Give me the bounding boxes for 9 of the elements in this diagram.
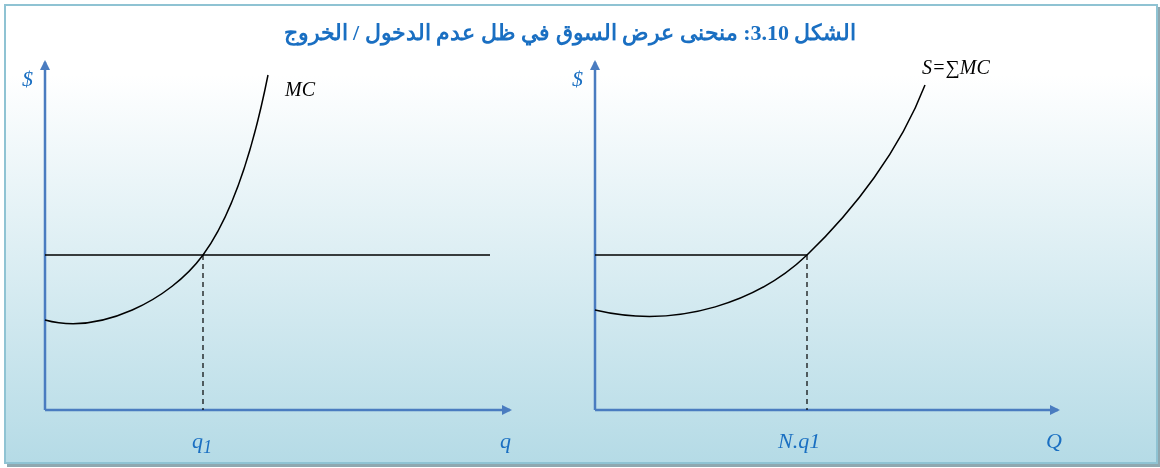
axis-label: Q: [1046, 428, 1062, 454]
title: الشكل 3.10: منحنى عرض السوق في ظل عدم الدخول / الخروج: [282, 20, 858, 46]
axis-label: q: [500, 428, 511, 454]
curve-label: MC: [285, 78, 315, 101]
curve-label: S=∑MC: [922, 56, 990, 79]
axis-label: $: [22, 66, 33, 92]
axis-label: q$_{1}$: [192, 428, 213, 459]
axis-label: N.q1: [778, 428, 821, 454]
axis-label: $: [572, 66, 583, 92]
